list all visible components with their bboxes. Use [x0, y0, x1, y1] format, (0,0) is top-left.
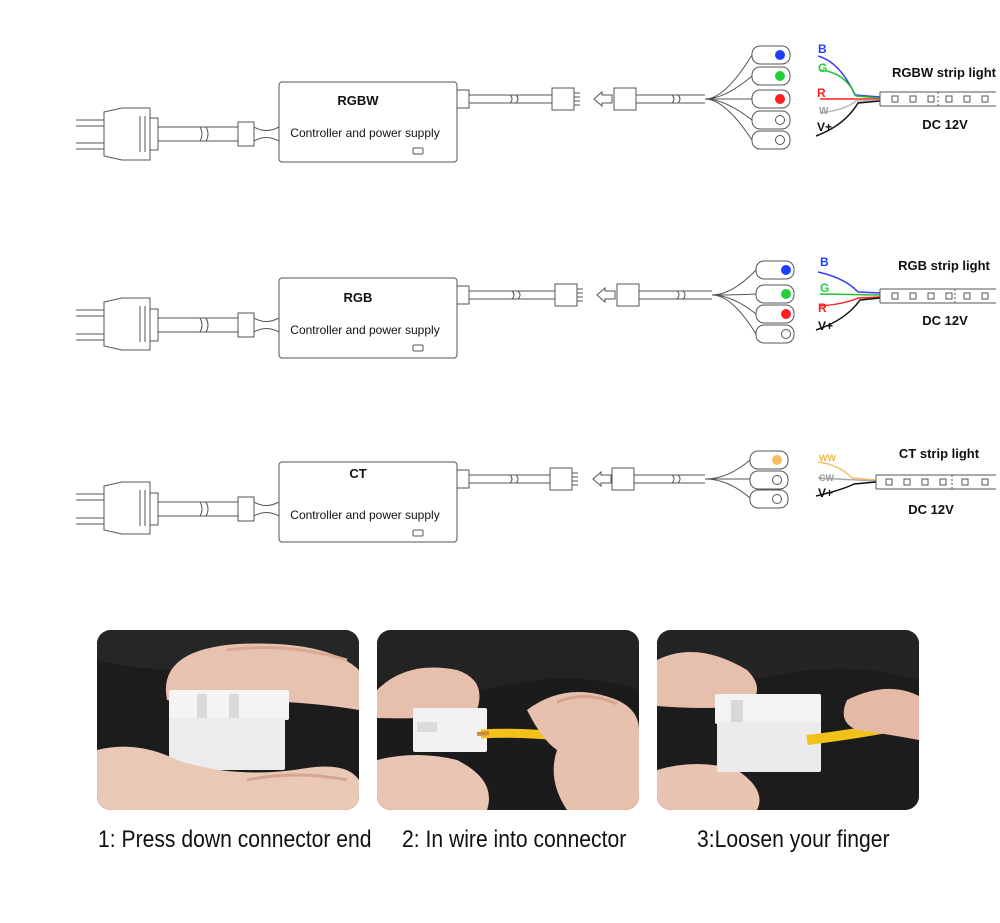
ac-cable	[158, 126, 238, 142]
power-plug-icon	[76, 297, 159, 351]
wire-label: CW	[819, 473, 834, 483]
voltage-label: DC 12V	[922, 117, 968, 132]
channel-dot-green	[781, 289, 791, 299]
controller-subtitle: Controller and power supply	[290, 508, 439, 522]
controller-title: CT	[349, 466, 366, 481]
led-strip	[879, 288, 996, 304]
wire-label: V+	[818, 319, 833, 333]
wire-label: G	[820, 281, 829, 295]
wire-label: R	[818, 301, 827, 315]
row-rgbw	[76, 45, 996, 163]
controller-subtitle: Controller and power supply	[290, 126, 439, 140]
wire-label: B	[818, 42, 827, 56]
arrow-left-icon	[596, 286, 616, 304]
row-rgb	[76, 260, 996, 359]
male-connector	[549, 467, 573, 491]
strip-title: RGB strip light	[898, 258, 990, 273]
led-strip	[875, 474, 996, 490]
step-caption-3: 3:Loosen your finger	[697, 826, 890, 853]
channel-dot-red	[781, 309, 791, 319]
wire-label: G	[818, 61, 827, 75]
wire-label: R	[817, 86, 826, 100]
channel-dot-green	[775, 71, 785, 81]
channel-dot-blue	[775, 50, 785, 60]
wire-label: W	[819, 106, 829, 117]
step-photo-2	[377, 630, 639, 810]
led-strip	[879, 91, 996, 107]
controller-box	[278, 277, 458, 359]
male-connector	[551, 87, 575, 111]
controller-title: RGBW	[337, 93, 379, 108]
female-connector	[616, 283, 640, 307]
wire-label: V+	[817, 120, 832, 134]
voltage-label: DC 12V	[908, 502, 954, 517]
strip-title: RGBW strip light	[892, 65, 997, 80]
wire-label: WW	[819, 453, 836, 463]
row-ct	[76, 450, 996, 543]
channel-dot-red	[775, 94, 785, 104]
step-photo-3	[657, 630, 919, 810]
female-connector	[611, 467, 635, 491]
controller-box	[278, 81, 458, 163]
wire-label: V+	[818, 486, 833, 500]
step-caption-2: 2: In wire into connector	[402, 826, 627, 853]
arrow-left-icon	[592, 470, 612, 488]
male-connector	[554, 283, 578, 307]
wire-label: B	[820, 255, 829, 269]
voltage-label: DC 12V	[922, 313, 968, 328]
channel-dot-warm	[772, 455, 782, 465]
power-plug-icon	[76, 107, 159, 161]
power-plug-icon	[76, 481, 159, 535]
step-caption-1: 1: Press down connector end	[98, 826, 372, 853]
quick-connector-stack	[749, 450, 789, 509]
controller-subtitle: Controller and power supply	[290, 323, 439, 337]
arrow-left-icon	[593, 90, 613, 108]
female-connector	[613, 87, 637, 111]
controller-title: RGB	[344, 290, 373, 305]
channel-dot-blue	[781, 265, 791, 275]
controller-box	[278, 461, 458, 543]
strip-title: CT strip light	[899, 446, 980, 461]
step-photo-1	[97, 630, 359, 810]
